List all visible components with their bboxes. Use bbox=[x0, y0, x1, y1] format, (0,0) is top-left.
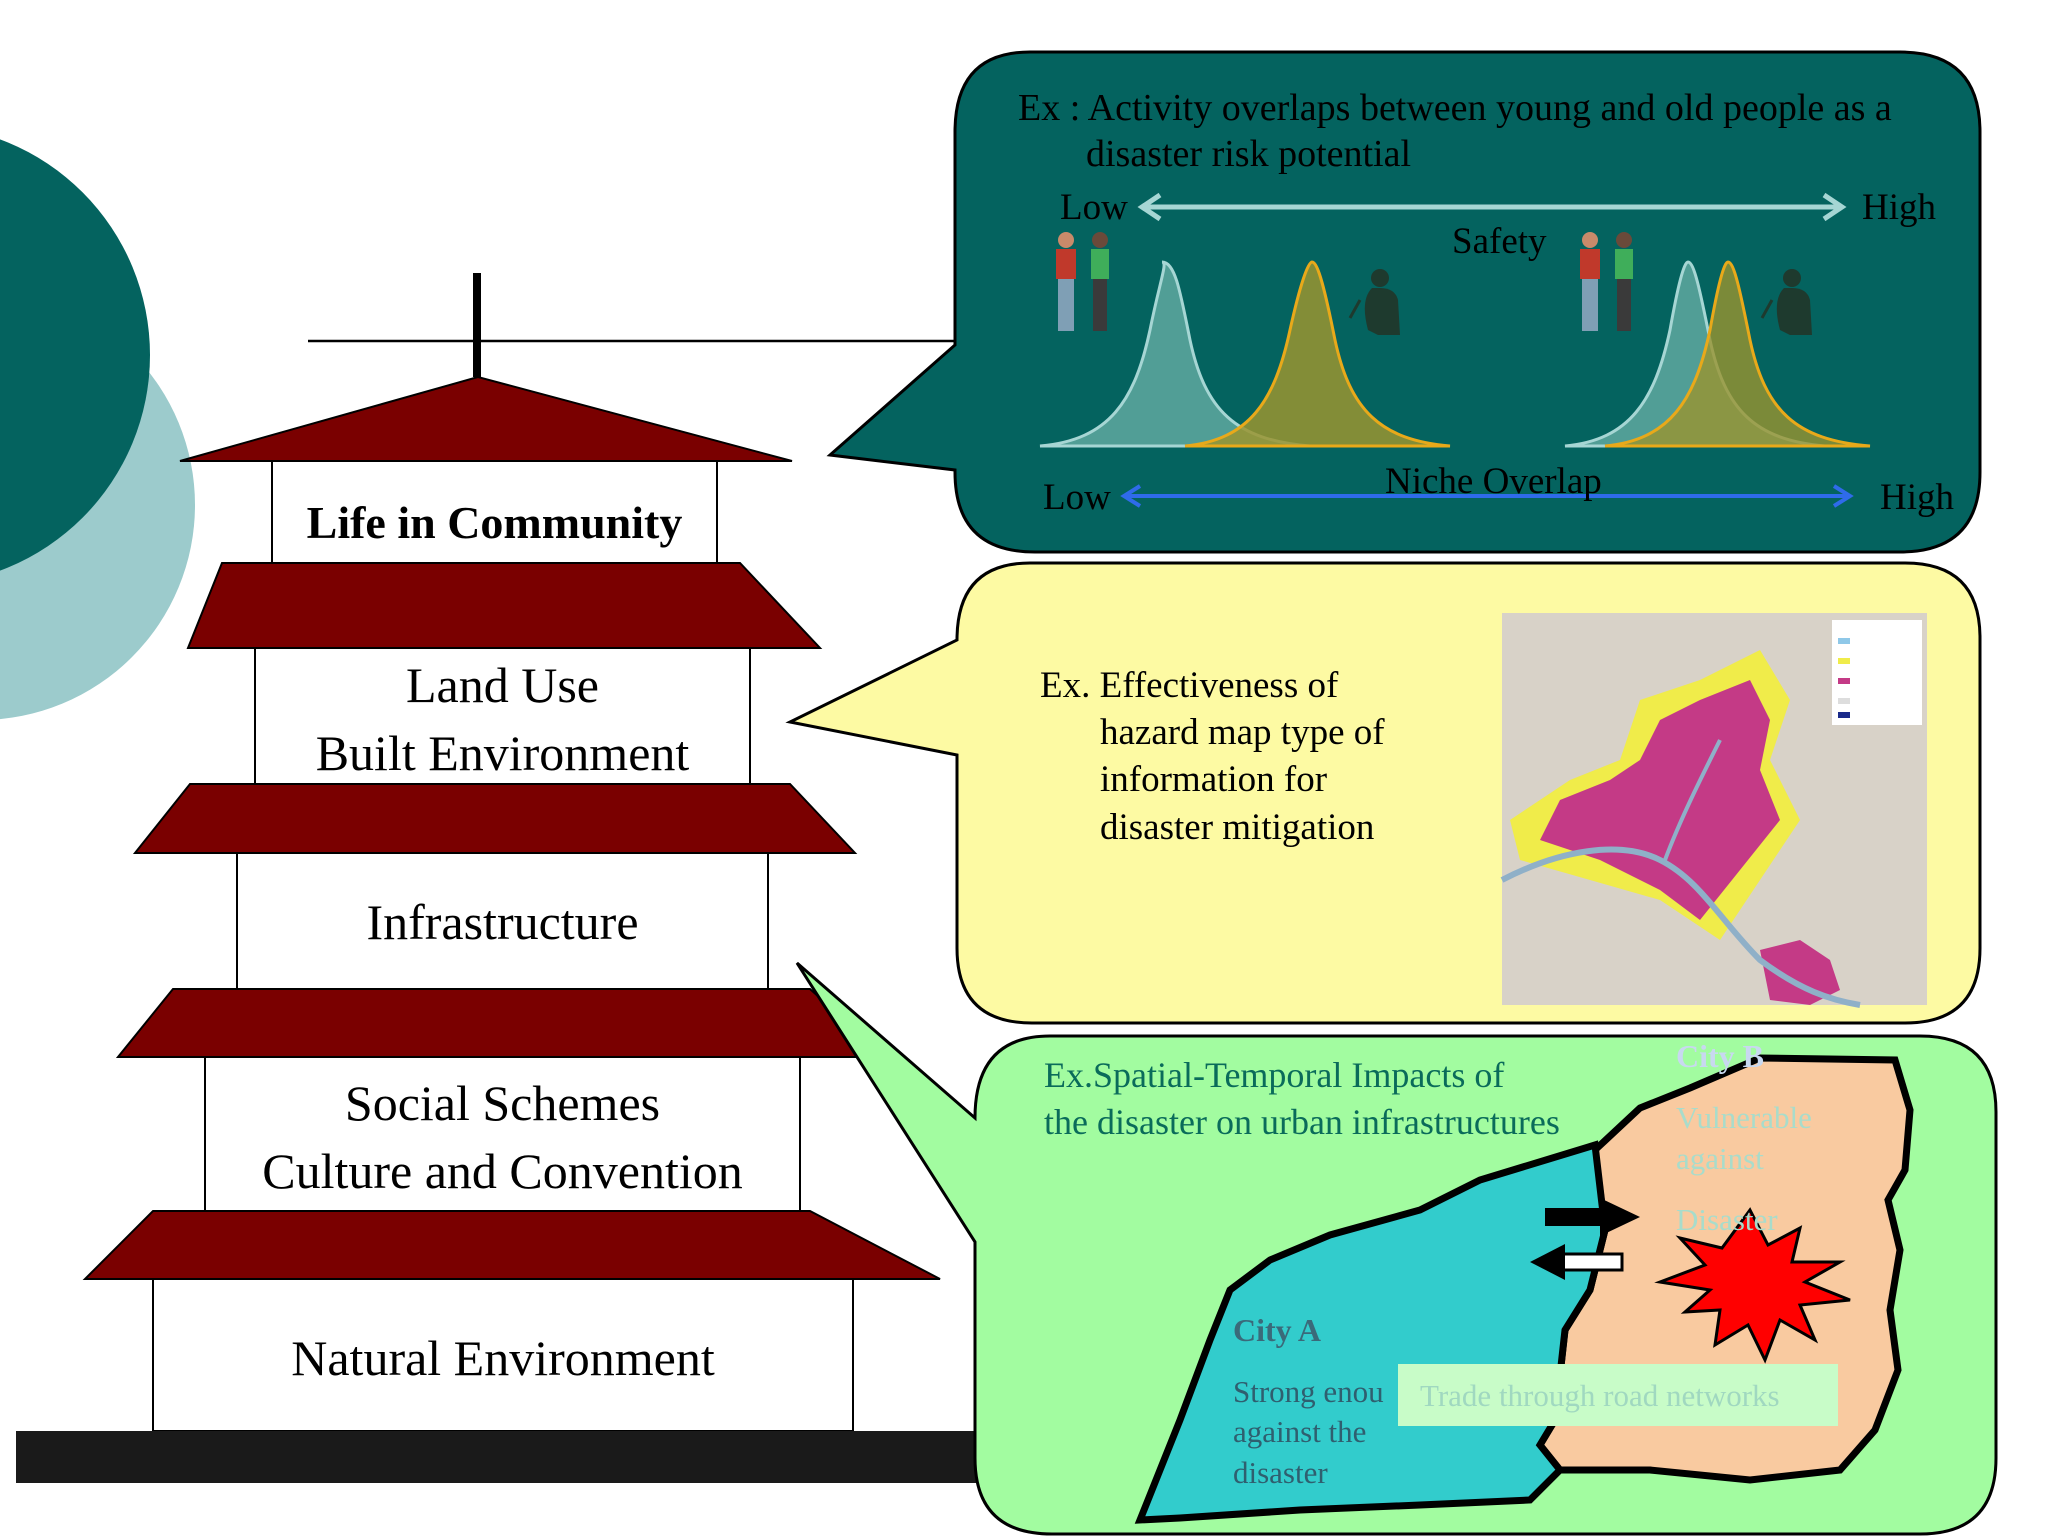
person-legs bbox=[1617, 279, 1631, 331]
cane bbox=[1760, 299, 1774, 319]
floor-3-wall bbox=[236, 852, 769, 990]
old-curve-right bbox=[1604, 260, 1871, 448]
person-head bbox=[1092, 232, 1108, 248]
map-legend-swatch bbox=[1838, 698, 1850, 704]
floor-label-land-use: Land Use Built Environment bbox=[255, 651, 750, 787]
trade-arrow-left-icon bbox=[1530, 1244, 1624, 1280]
person-head bbox=[1783, 269, 1801, 287]
person-body bbox=[1580, 249, 1600, 279]
city-b-desc-1: Vulnerable bbox=[1676, 1100, 1812, 1135]
pagoda bbox=[16, 273, 976, 1483]
map-river-branch bbox=[1663, 739, 1722, 861]
floor-5-line-1: Natural Environment bbox=[291, 1330, 715, 1386]
person-body bbox=[1615, 249, 1633, 279]
trade-label: Trade through road networks bbox=[1420, 1378, 1780, 1413]
hazard-map-image bbox=[1500, 613, 1927, 1008]
middle-panel-line-1: Ex. Effectiveness of bbox=[1040, 665, 1339, 706]
floor-1-line-1: Life in Community bbox=[306, 497, 683, 548]
middle-panel-line-2: hazard map type of bbox=[1100, 712, 1385, 753]
young-people-figure-right bbox=[1580, 232, 1633, 331]
young-people-figure-left bbox=[1056, 232, 1109, 331]
trade-arrow-right-icon bbox=[1545, 1198, 1640, 1236]
person-body bbox=[1056, 249, 1076, 279]
map-legend-swatch bbox=[1838, 658, 1850, 664]
floor-2-wall bbox=[254, 647, 751, 785]
dark-teal-circle bbox=[0, 139, 150, 571]
safety-arrow-head-left bbox=[1137, 192, 1162, 222]
old-person-figure-left bbox=[1348, 269, 1400, 335]
city-b-desc-2: against bbox=[1676, 1141, 1764, 1176]
niche-high-label: High bbox=[1880, 477, 1954, 518]
spire bbox=[473, 273, 481, 377]
city-a-shape bbox=[1134, 1140, 1609, 1524]
map-legend-swatch bbox=[1838, 678, 1850, 684]
city-a-desc-3: disaster bbox=[1233, 1455, 1328, 1490]
person-head bbox=[1582, 232, 1598, 248]
floor-3-line-1: Infrastructure bbox=[366, 894, 639, 950]
old-curve-left bbox=[1184, 260, 1451, 448]
city-a-label: City A bbox=[1233, 1312, 1321, 1348]
floor-label-infrastructure: Infrastructure bbox=[237, 888, 768, 956]
trade-label-box bbox=[1398, 1364, 1838, 1426]
safety-high-label: High bbox=[1862, 187, 1936, 228]
arrow-shaft bbox=[1545, 1208, 1605, 1226]
person-body bbox=[1776, 288, 1812, 335]
person-legs bbox=[1058, 279, 1074, 331]
person-head bbox=[1371, 269, 1389, 287]
niche-overlap-title: Niche Overlap bbox=[1385, 461, 1602, 502]
floor-4-wall bbox=[204, 1056, 801, 1212]
map-river bbox=[1500, 846, 1861, 1008]
roof-2 bbox=[186, 562, 823, 649]
map-legend-swatch bbox=[1838, 712, 1850, 718]
niche-arrow-head-right bbox=[1832, 484, 1854, 508]
person-legs bbox=[1582, 279, 1598, 331]
map-legend bbox=[1832, 620, 1922, 725]
bottom-panel-title-line-1: Ex.Spatial-Temporal Impacts of bbox=[1044, 1055, 1505, 1095]
floor-label-life-in-community: Life in Community bbox=[272, 489, 717, 557]
floor-label-social-schemes: Social Schemes Culture and Convention bbox=[205, 1069, 800, 1205]
safety-low-label: Low bbox=[1060, 187, 1128, 228]
disaster-burst-icon bbox=[1654, 1207, 1851, 1364]
cane bbox=[1348, 299, 1362, 319]
roof-5 bbox=[82, 1210, 941, 1280]
old-person-figure-right bbox=[1760, 269, 1812, 335]
floor-label-natural-environment: Natural Environment bbox=[153, 1324, 853, 1392]
arrow-head bbox=[1530, 1244, 1565, 1280]
person-legs bbox=[1093, 279, 1107, 331]
floor-4-line-2: Culture and Convention bbox=[262, 1143, 743, 1199]
arrow-head bbox=[1600, 1198, 1640, 1236]
person-body bbox=[1091, 249, 1109, 279]
floor-4-line-1: Social Schemes bbox=[344, 1075, 661, 1131]
city-a-desc-1: Strong enou bbox=[1233, 1374, 1384, 1409]
city-b-label: City B bbox=[1676, 1038, 1764, 1074]
safety-title: Safety bbox=[1452, 221, 1547, 262]
young-curve-left bbox=[1039, 260, 1311, 448]
person-body bbox=[1364, 288, 1400, 335]
person-head bbox=[1616, 232, 1632, 248]
map-legend-swatch bbox=[1838, 638, 1850, 644]
floor-1-wall bbox=[271, 460, 718, 564]
pagoda-base bbox=[16, 1431, 976, 1483]
bottom-panel-title-line-2: the disaster on urban infrastructures bbox=[1044, 1102, 1560, 1142]
city-a-desc-2: against the bbox=[1233, 1414, 1367, 1449]
map-magenta-zone-lower bbox=[1760, 940, 1840, 1005]
middle-panel-line-3: information for bbox=[1100, 759, 1328, 800]
top-panel-ex-line-2: disaster risk potential bbox=[1086, 133, 1412, 175]
decorative-circles bbox=[0, 139, 195, 720]
niche-low-label: Low bbox=[1043, 477, 1111, 518]
floor-2-line-2: Built Environment bbox=[315, 725, 690, 781]
niche-arrow-head-left bbox=[1120, 484, 1142, 508]
arrow-shaft bbox=[1558, 1252, 1624, 1272]
city-b-desc-3: Disaster bbox=[1676, 1202, 1778, 1237]
middle-panel-line-4: disaster mitigation bbox=[1100, 807, 1375, 848]
person-head bbox=[1058, 232, 1074, 248]
safety-arrow-head-right bbox=[1822, 192, 1847, 222]
roof-3 bbox=[132, 783, 858, 854]
floor-2-line-1: Land Use bbox=[406, 657, 599, 713]
top-panel-ex-line-1: Ex : Activity overlaps between young and… bbox=[1018, 87, 1892, 129]
